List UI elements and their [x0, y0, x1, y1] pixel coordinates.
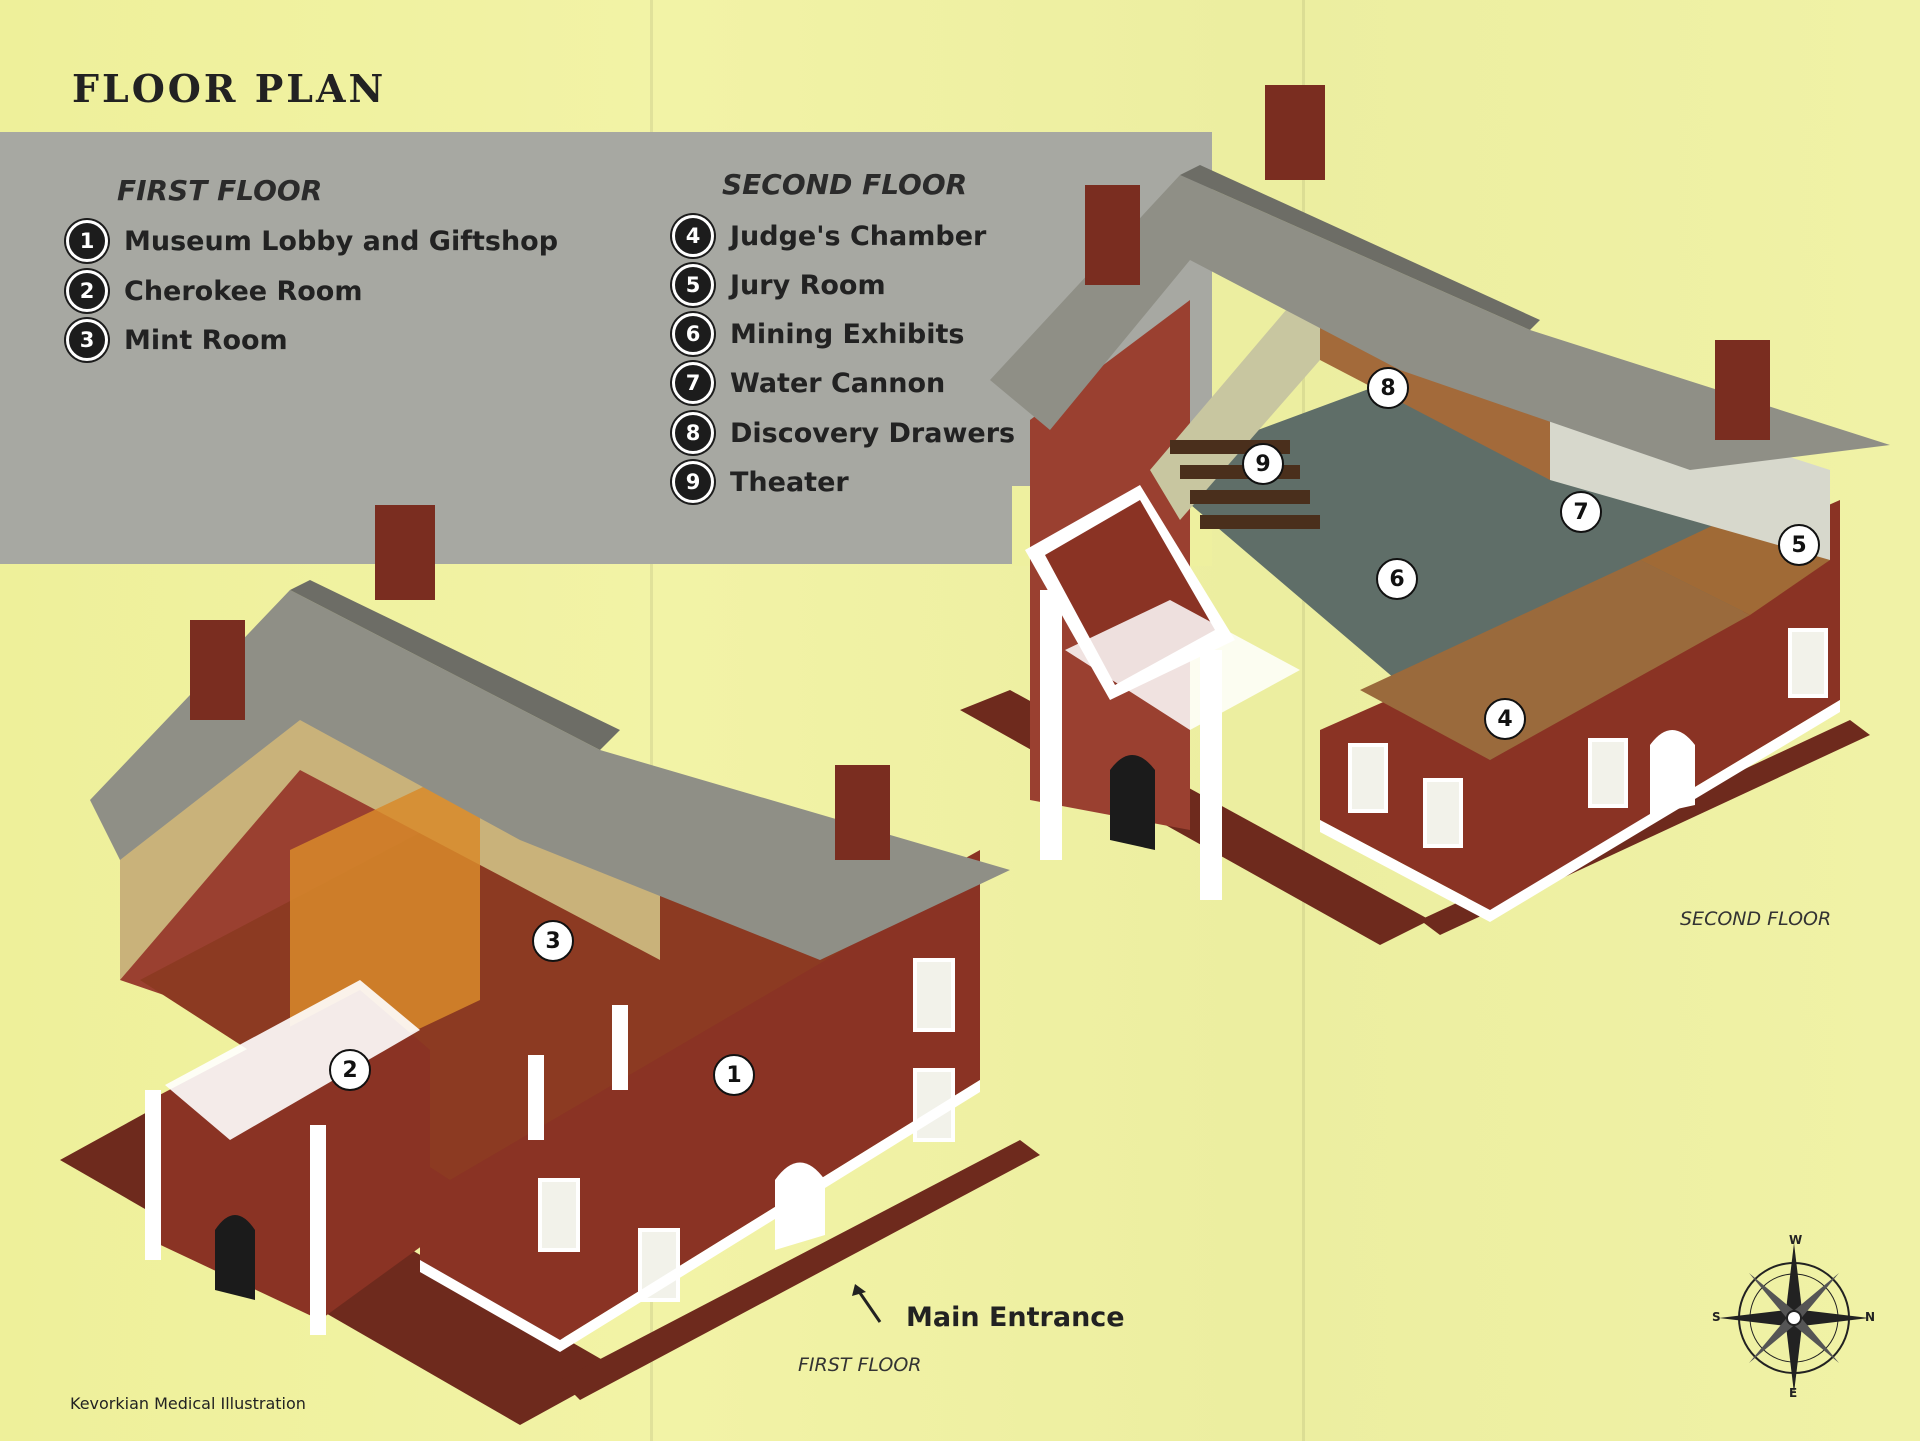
portico-column: [1040, 590, 1062, 860]
chimney: [1265, 85, 1325, 180]
porch-railing: [165, 980, 420, 1140]
legend-label: Theater: [730, 466, 849, 498]
second-floor-back-wall: [1150, 270, 1320, 520]
page-title: FLOOR PLAN: [72, 66, 387, 111]
map-marker: 4: [1484, 698, 1526, 740]
first-floor-heading: FIRST FLOOR: [117, 174, 323, 207]
porch-column: [310, 1125, 326, 1335]
second-floor-caption: SECOND FLOOR: [1680, 908, 1832, 930]
compass-east-label: E: [1789, 1386, 1798, 1400]
legend-number: 8: [672, 412, 714, 454]
illustration-credit: Kevorkian Medical Illustration: [70, 1394, 306, 1413]
map-marker: 2: [329, 1049, 371, 1091]
portico-railing: [1065, 600, 1300, 730]
legend-number: 3: [66, 319, 108, 361]
legend-label: Mint Room: [124, 324, 288, 356]
legend-item: 5 Jury Room: [672, 264, 886, 306]
legend-number: 5: [672, 264, 714, 306]
legend-number: 1: [66, 220, 108, 262]
lobby-column: [612, 1005, 628, 1090]
map-marker: 3: [532, 920, 574, 962]
judges-chamber-floor: [1360, 560, 1750, 760]
map-marker: 1: [713, 1054, 755, 1096]
portico-doorway: [1110, 755, 1155, 850]
legend-number: 7: [672, 362, 714, 404]
legend-item: 4 Judge's Chamber: [672, 215, 986, 257]
window: [1788, 628, 1828, 698]
first-floor-roof: [90, 590, 1010, 960]
chimney: [835, 765, 890, 860]
chimney: [1085, 185, 1140, 285]
second-floor-building: [960, 85, 1890, 945]
legend-label: Water Cannon: [730, 367, 946, 399]
page-fold: [650, 0, 653, 1441]
legend-band: [0, 132, 1212, 564]
legend-item: 6 Mining Exhibits: [672, 313, 964, 355]
window: [1588, 738, 1628, 808]
legend-label: Museum Lobby and Giftshop: [124, 225, 559, 257]
chimney: [190, 620, 245, 720]
legend-item: 1 Museum Lobby and Giftshop: [66, 220, 558, 262]
map-marker: 6: [1376, 558, 1418, 600]
second-floor-heading: SECOND FLOOR: [722, 168, 968, 201]
main-entrance-label: Main Entrance: [906, 1302, 1125, 1333]
legend-item: 9 Theater: [672, 461, 849, 503]
legend-label: Cherokee Room: [124, 275, 363, 307]
first-floor-back-wall: [120, 700, 660, 980]
map-marker: 7: [1560, 491, 1602, 533]
map-marker: 9: [1242, 443, 1284, 485]
chimney: [375, 505, 435, 600]
compass-west-label: W: [1789, 1233, 1803, 1247]
porch-column: [145, 1090, 161, 1260]
legend-label: Jury Room: [730, 269, 886, 301]
porch-doorway: [215, 1215, 255, 1300]
chimney: [1715, 340, 1770, 440]
legend-label: Discovery Drawers: [730, 417, 1016, 449]
legend-number: 2: [66, 270, 108, 312]
first-floor-roof-ridge: [290, 580, 620, 750]
first-floor-walkway: [560, 1140, 1040, 1400]
window: [1423, 778, 1463, 848]
legend-item: 3 Mint Room: [66, 319, 288, 361]
first-floor-building: [60, 505, 1040, 1425]
window: [1348, 743, 1388, 813]
legend-label: Judge's Chamber: [730, 220, 987, 252]
window: [913, 958, 955, 1032]
legend-number: 4: [672, 215, 714, 257]
compass-south-label: S: [1712, 1310, 1721, 1324]
first-floor-caption: FIRST FLOOR: [798, 1354, 922, 1376]
page-fold: [1302, 0, 1305, 1441]
legend-number: 6: [672, 313, 714, 355]
entrance-arrow: [856, 1289, 882, 1323]
second-floor-roof: [990, 175, 1890, 470]
compass-rose: [1719, 1243, 1869, 1393]
legend-number: 9: [672, 461, 714, 503]
second-floor-roof-ridge: [1180, 165, 1540, 330]
map-marker: 5: [1778, 524, 1820, 566]
legend-label: Mining Exhibits: [730, 318, 965, 350]
legend-item: 8 Discovery Drawers: [672, 412, 1015, 454]
lobby-column: [528, 1055, 544, 1140]
legend-item: 2 Cherokee Room: [66, 270, 363, 312]
compass-north-label: N: [1865, 1310, 1876, 1324]
legend-item: 7 Water Cannon: [672, 362, 945, 404]
map-marker: 8: [1367, 367, 1409, 409]
window: [538, 1178, 580, 1252]
entrance-arrow-head: [852, 1284, 866, 1296]
second-floor-interior-floor: [1150, 370, 1830, 760]
